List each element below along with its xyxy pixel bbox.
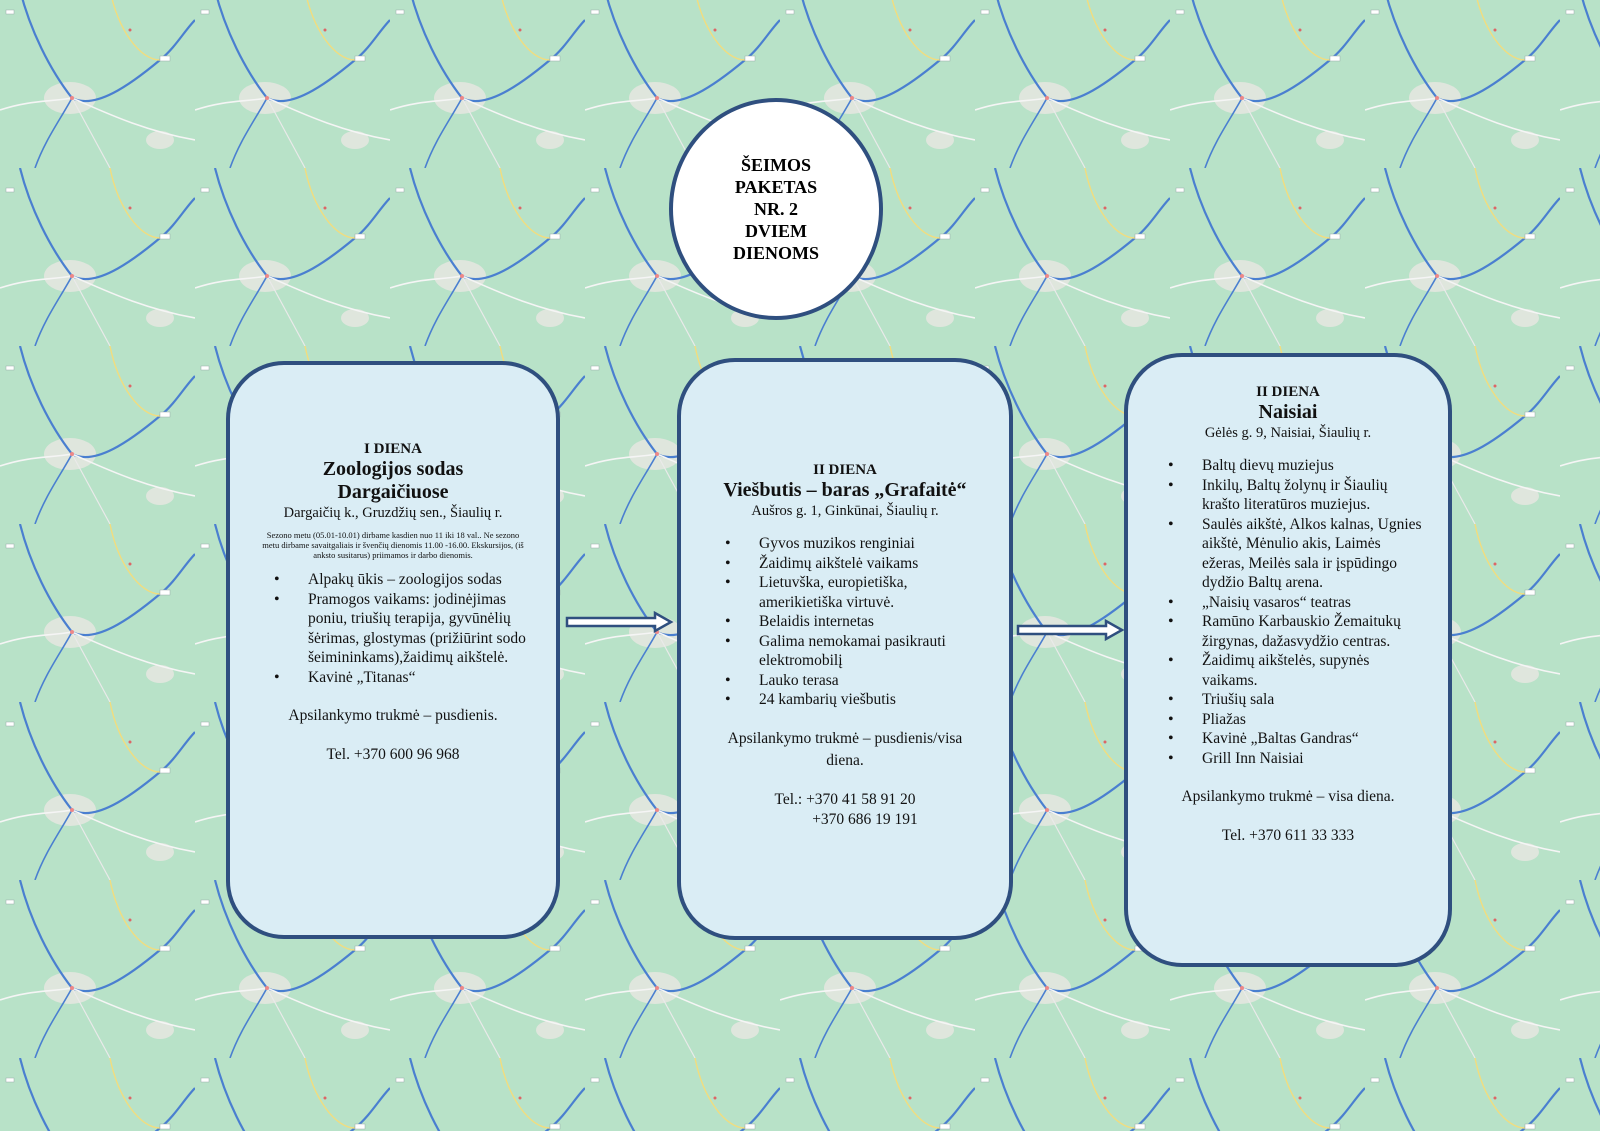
phone-number: Tel. +370 600 96 968 [326, 746, 460, 763]
place-address: Aušros g. 1, Ginkūnai, Šiaulių r. [751, 503, 939, 519]
list-item: Alpakų ūkis – zoologijos sodas [274, 570, 528, 590]
list-item: Lietuvška, europietiška, amerikietiška v… [725, 573, 981, 612]
place-address: Gėlės g. 9, Naisiai, Šiaulių r. [1204, 425, 1372, 441]
list-item: Inkilų, Baltų žolynų ir Šiaulių krašto l… [1168, 476, 1424, 515]
list-item: Belaidis internetas [725, 612, 981, 632]
arrow-right-icon [1016, 619, 1125, 641]
list-item: Grill Inn Naisiai [1168, 749, 1424, 769]
place-name: Viešbutis – baras „Grafaitė“ [723, 479, 967, 501]
list-item: Žaidimų aikštelė vaikams [725, 554, 981, 574]
visit-duration: Apsilankymo trukmė – visa diena. [1181, 788, 1395, 805]
title-circle: ŠEIMOS PAKETAS NR. 2 DVIEM DIENOMS [669, 98, 883, 320]
list-item: Žaidimų aikštelės, supynės vaikams. [1168, 651, 1424, 690]
feature-list: Gyvos muzikos renginiai Žaidimų aikštelė… [709, 534, 981, 710]
day-one-card: I DIENA Zoologijos sodas Dargaičiuose Da… [226, 361, 560, 939]
phone-number-secondary: +370 686 19 191 [812, 810, 918, 828]
day-label: I DIENA [364, 441, 422, 457]
list-item: Saulės aikštė, Alkos kalnas, Ugnies aikš… [1168, 515, 1424, 593]
list-item: Galima nemokamai pasikrauti elektromobil… [725, 632, 981, 671]
list-item: Lauko terasa [725, 671, 981, 691]
phone-number: Tel. +370 611 33 333 [1221, 827, 1355, 844]
phone-number: Tel.: +370 41 58 91 20 [774, 790, 916, 808]
list-item: Ramūno Karbauskio Žemaitukų žirgynas, da… [1168, 612, 1424, 651]
package-title: ŠEIMOS PAKETAS NR. 2 DVIEM DIENOMS [732, 155, 819, 263]
day-two-naisiai-card: II DIENA Naisiai Gėlės g. 9, Naisiai, Ši… [1124, 353, 1452, 967]
place-name-line2: Dargaičiuose [337, 481, 449, 503]
place-name: Zoologijos sodas [322, 458, 464, 480]
feature-list: Baltų dievų muziejus Inkilų, Baltų žolyn… [1152, 456, 1424, 768]
list-item: Kavinė „Titanas“ [274, 668, 528, 688]
list-item: Gyvos muzikos renginiai [725, 534, 981, 554]
list-item: Baltų dievų muziejus [1168, 456, 1424, 476]
day-two-hotel-card: II DIENA Viešbutis – baras „Grafaitė“ Au… [677, 358, 1013, 940]
arrow-right-icon [565, 611, 674, 633]
day-label: II DIENA [813, 462, 877, 478]
feature-list: Alpakų ūkis – zoologijos sodas Pramogos … [258, 570, 528, 687]
place-address: Dargaičių k., Gruzdžių sen., Šiaulių r. [283, 505, 503, 521]
day-label: II DIENA [1256, 384, 1320, 400]
list-item: „Naisių vasaros“ teatras [1168, 593, 1424, 613]
list-item: Pramogos vaikams: jodinėjimas poniu, tri… [274, 590, 528, 668]
list-item: Triušių sala [1168, 690, 1424, 710]
visit-duration: Apsilankymo trukmė – pusdienis/visa dien… [727, 729, 963, 769]
list-item: Kavinė „Baltas Gandras“ [1168, 729, 1424, 749]
list-item: 24 kambarių viešbutis [725, 690, 981, 710]
opening-hours: Sezono metu (05.01-10.01) dirbame kasdie… [262, 530, 524, 560]
list-item: Pliažas [1168, 710, 1424, 730]
place-name: Naisiai [1258, 401, 1318, 423]
visit-duration: Apsilankymo trukmė – pusdienis. [288, 707, 498, 724]
